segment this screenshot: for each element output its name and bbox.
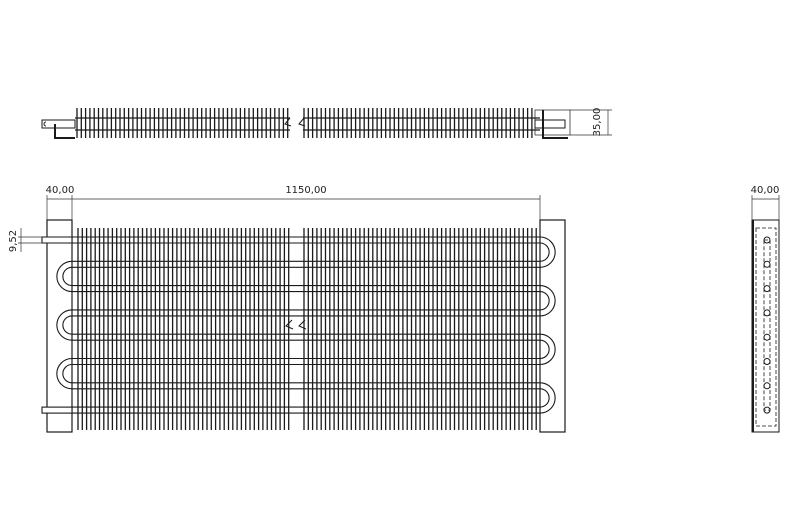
u-bend [539,291,550,311]
u-bend [62,315,73,335]
u-bend [539,285,556,317]
u-bend [539,382,556,414]
inlet-stub [41,236,73,244]
hidden-tube [763,239,771,411]
tube-hole [763,333,771,341]
dim-height: 35,00 [592,108,603,137]
front-view [41,219,566,433]
u-bend [56,309,73,341]
left-bracket [54,124,75,139]
hidden-outline [755,227,777,427]
top-view [41,108,571,139]
u-bend [539,242,550,262]
dim-bracket-width: 40,00 [46,185,75,196]
left-end-plate [46,219,73,433]
u-bend [62,363,73,384]
u-bend [56,260,73,293]
break-mark-icon [285,319,294,330]
break-mark-icon [298,117,306,127]
break-mark-icon [298,319,307,330]
slot-icon [43,121,47,127]
dim-length: 1150,00 [285,185,326,196]
u-bend [539,236,556,268]
dim-tube-diameter: 9,52 [8,230,19,252]
right-end-plate [539,219,566,433]
u-bend [539,388,550,408]
break-mark-icon [284,117,292,127]
dimension-lines [18,109,780,252]
outlet-stub [41,406,73,414]
right-bracket [542,110,568,139]
dim-side-width: 40,00 [751,185,780,196]
u-bend [539,333,556,366]
tube-hole [763,309,771,317]
right-tube-stub [534,119,566,129]
tube-hole [763,260,771,268]
tube-hole [763,285,771,293]
tube-hole [763,382,771,390]
u-bend [56,357,73,390]
side-view [751,219,780,433]
tube-hole [763,358,771,365]
left-tube-stub [41,119,76,129]
u-bend [62,266,73,287]
u-bend [539,339,550,360]
